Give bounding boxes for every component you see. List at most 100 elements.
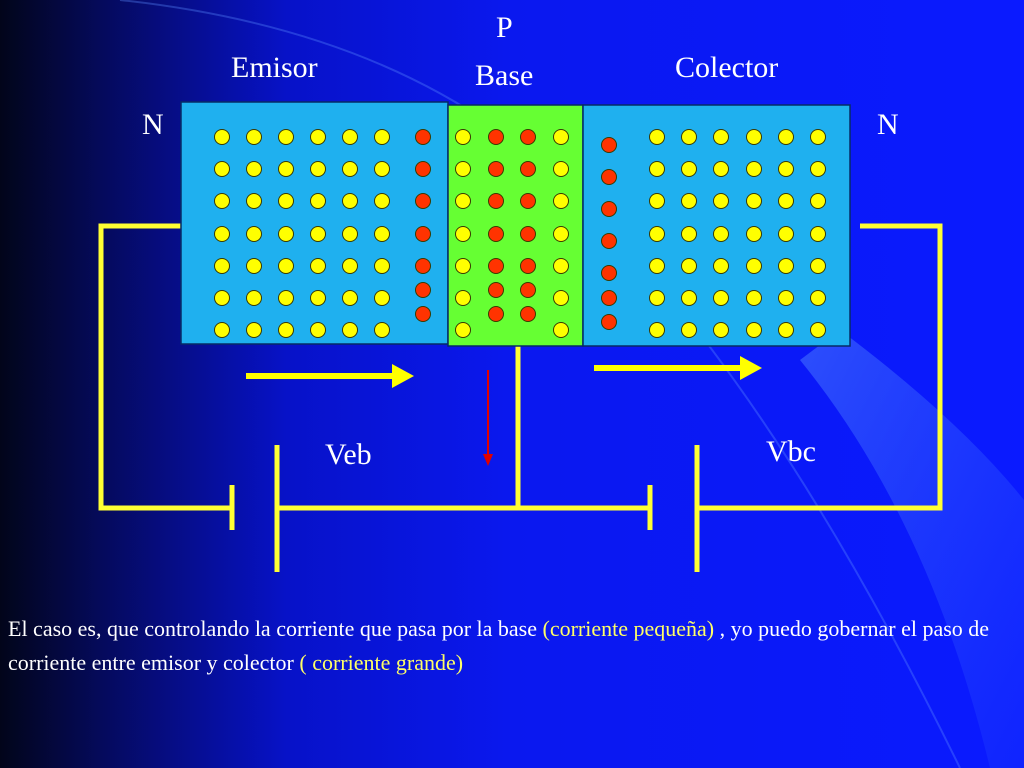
hole <box>488 258 504 274</box>
electron <box>778 290 794 306</box>
electron <box>713 290 729 306</box>
electron <box>553 129 569 145</box>
label-emisor: Emisor <box>231 51 318 84</box>
hole <box>601 137 617 153</box>
electron <box>278 290 294 306</box>
electron <box>778 161 794 177</box>
electron <box>553 322 569 338</box>
electron <box>342 226 358 242</box>
electron <box>553 193 569 209</box>
caption-highlight-large: ( corriente grande) <box>299 650 464 675</box>
electron <box>246 258 262 274</box>
electron <box>681 290 697 306</box>
electron <box>214 161 230 177</box>
hole <box>488 129 504 145</box>
electron <box>246 226 262 242</box>
electron <box>746 193 762 209</box>
electron <box>214 258 230 274</box>
electron <box>681 161 697 177</box>
hole <box>488 193 504 209</box>
label-n-right: N <box>877 108 899 141</box>
electron <box>214 129 230 145</box>
electron <box>778 258 794 274</box>
electron <box>278 258 294 274</box>
hole <box>488 282 504 298</box>
electron <box>713 129 729 145</box>
base-current-arrow <box>483 370 493 466</box>
hole <box>415 282 431 298</box>
electron <box>649 161 665 177</box>
electron <box>310 290 326 306</box>
label-colector: Colector <box>675 51 779 84</box>
electron <box>746 258 762 274</box>
hole <box>601 314 617 330</box>
hole <box>520 129 536 145</box>
hole <box>415 129 431 145</box>
electron <box>713 226 729 242</box>
electron <box>778 193 794 209</box>
electron <box>778 322 794 338</box>
electron <box>746 129 762 145</box>
emitter-current-arrow <box>246 364 414 388</box>
hole <box>520 282 536 298</box>
label-n-left: N <box>142 108 164 141</box>
electron <box>649 129 665 145</box>
electron <box>342 290 358 306</box>
caption: El caso es, que controlando la corriente… <box>8 612 998 680</box>
electron <box>246 322 262 338</box>
electron <box>810 161 826 177</box>
hole <box>415 226 431 242</box>
label-p: P <box>496 11 513 44</box>
electron <box>455 226 471 242</box>
electron <box>649 322 665 338</box>
electron <box>746 161 762 177</box>
hole <box>520 258 536 274</box>
electron <box>746 322 762 338</box>
hole <box>520 161 536 177</box>
charge-carriers <box>214 129 826 338</box>
electron <box>374 129 390 145</box>
electron <box>214 290 230 306</box>
label-base: Base <box>475 59 534 92</box>
hole <box>488 306 504 322</box>
electron <box>681 226 697 242</box>
electron <box>310 193 326 209</box>
electron <box>310 226 326 242</box>
electron <box>374 322 390 338</box>
electron <box>681 322 697 338</box>
hole <box>415 258 431 274</box>
battery-vbc <box>647 445 700 572</box>
background-sweep <box>800 330 1024 768</box>
electron <box>455 258 471 274</box>
electron <box>278 129 294 145</box>
hole <box>520 226 536 242</box>
electron <box>713 161 729 177</box>
electron <box>810 322 826 338</box>
hole <box>520 193 536 209</box>
label-veb: Veb <box>325 438 372 471</box>
electron <box>455 290 471 306</box>
electron <box>342 161 358 177</box>
hole <box>601 169 617 185</box>
electron <box>713 193 729 209</box>
electron <box>246 161 262 177</box>
electron <box>778 226 794 242</box>
collector-region <box>582 104 851 347</box>
caption-text-2: , yo puedo gobernar el paso de corriente… <box>8 616 990 675</box>
electron <box>374 161 390 177</box>
electron <box>310 258 326 274</box>
hole <box>601 290 617 306</box>
electron <box>713 322 729 338</box>
hole <box>415 306 431 322</box>
electron <box>810 290 826 306</box>
electron <box>810 193 826 209</box>
electron <box>342 129 358 145</box>
hole <box>601 233 617 249</box>
electron <box>553 161 569 177</box>
electron <box>810 129 826 145</box>
electron <box>310 161 326 177</box>
electron <box>713 258 729 274</box>
electron <box>649 226 665 242</box>
